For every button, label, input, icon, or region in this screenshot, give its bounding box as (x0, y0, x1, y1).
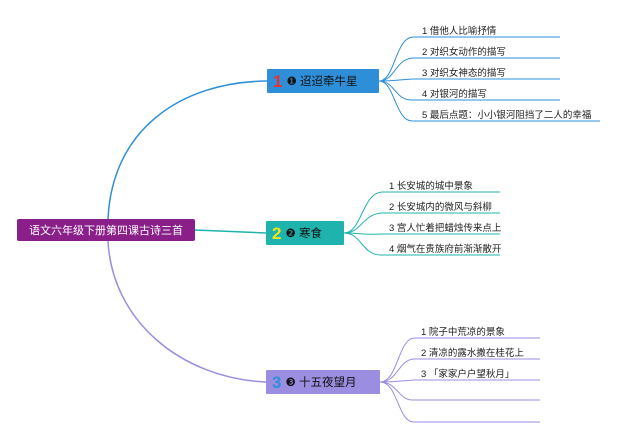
leaf-item[interactable]: 3 「家家户户望秋月」 (421, 369, 515, 380)
leaf-item[interactable]: 1 长安城的城中景象 (389, 181, 473, 192)
leaf-item[interactable]: 3 对织女神态的描写 (422, 68, 506, 79)
connector-root-branch-2 (194, 229, 267, 234)
branch-3-leaf-connectors (379, 337, 540, 423)
branch-node-1[interactable]: 1 ❶ 迢迢牵牛星 (267, 69, 379, 93)
leaf-item[interactable]: 1 借他人比喻抒情 (422, 26, 497, 37)
leaf-item[interactable]: 3 宫人忙着把蜡烛传来点上 (389, 223, 502, 234)
branch-2-leaf-connectors (343, 191, 500, 256)
branch-node-2[interactable]: 2 ❷ 寒食 (266, 221, 344, 245)
leaf-item[interactable]: 2 长安城内的微风与斜柳 (389, 202, 492, 213)
connector-root-branch-3 (107, 240, 267, 383)
leaf-item[interactable]: 5 最后点题：小小银河阻挡了二人的幸福 (422, 110, 592, 121)
branch-3-title: ❸ 十五夜望月 (285, 377, 357, 389)
leaf-item[interactable]: 2 对织女动作的描写 (422, 47, 506, 58)
branch-2-title: ❷ 寒食 (285, 228, 322, 240)
branch-2-number: 2 (272, 223, 282, 243)
root-label: 语文六年级下册第四课古诗三首 (29, 225, 183, 237)
leaf-item[interactable]: 2 清凉的露水撒在桂花上 (421, 348, 524, 359)
leaf-item[interactable]: 4 烟气在贵族府前渐渐散开 (389, 244, 502, 255)
root-node[interactable]: 语文六年级下册第四课古诗三首 (17, 219, 195, 241)
branch-1-number: 1 (273, 71, 283, 91)
branch-1-title: ❶ 迢迢牵牛星 (286, 76, 358, 88)
connector-root-branch-1 (107, 80, 268, 220)
branch-1-leaf-connectors (378, 36, 600, 122)
leaf-item[interactable]: 4 对银河的描写 (422, 89, 487, 100)
leaf-item[interactable]: 1 院子中荒凉的景象 (421, 327, 505, 338)
branch-node-3[interactable]: 3 ❸ 十五夜望月 (266, 370, 380, 394)
branch-3-number: 3 (272, 372, 282, 392)
